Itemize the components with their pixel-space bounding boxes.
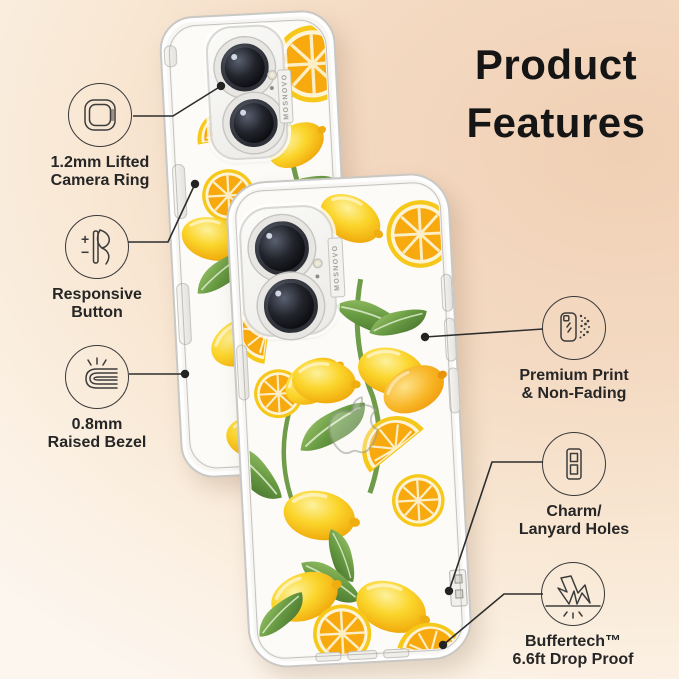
title-line-1: Product <box>474 41 638 88</box>
raised-bezel-icon <box>65 345 129 409</box>
side-button-front-right3 <box>447 367 461 414</box>
mic-hole-icon <box>315 274 320 279</box>
lanyard-holes <box>448 569 468 607</box>
camera-lens-icon <box>256 271 326 341</box>
lanyard-holes-icon <box>542 432 606 496</box>
impact-icon <box>541 562 605 626</box>
brand-text: MOSNOVO <box>280 73 291 120</box>
speaker-cutout <box>315 651 342 663</box>
camera-module-front <box>237 203 339 341</box>
flash-icon <box>312 258 323 269</box>
feature-lanyard-holes: Charm/Lanyard Holes <box>504 432 644 539</box>
camera-lens-icon <box>247 213 317 283</box>
brand-tab-back: MOSNOVO <box>276 69 294 124</box>
camera-lens-icon <box>213 35 277 99</box>
lemon-pattern-front <box>235 183 463 658</box>
svg-text:−: − <box>81 244 89 260</box>
feature-label: Charm/Lanyard Holes <box>518 503 630 538</box>
camera-module-back <box>204 23 290 162</box>
volume-button-back <box>171 163 188 220</box>
mic-hole-icon <box>269 85 274 91</box>
apple-logo-watermark <box>328 396 379 455</box>
brand-text: MOSNOVO <box>331 244 342 291</box>
phone-case-front: MOSNOVO <box>224 171 474 670</box>
camera-ring-icon <box>68 83 132 147</box>
print-spray-icon <box>542 296 606 360</box>
lanyard-hole <box>454 589 463 599</box>
side-button-back-top <box>163 44 178 68</box>
port-cutout <box>347 649 378 661</box>
feature-premium-print: Premium Print& Non-Fading <box>504 296 644 403</box>
speaker-cutout <box>383 648 410 659</box>
brand-tab-front: MOSNOVO <box>327 237 346 298</box>
camera-lens-icon <box>222 91 286 155</box>
side-button-front-right1 <box>440 273 454 312</box>
lanyard-hole <box>453 574 463 584</box>
feature-label: Premium Print& Non-Fading <box>519 367 629 402</box>
plus-minus-button-icon: + − <box>65 215 129 279</box>
page-title: Product Features <box>448 36 664 152</box>
flash-icon <box>266 69 278 81</box>
title-line-2: Features <box>466 98 646 146</box>
svg-text:+: + <box>81 231 89 247</box>
side-button-front-right2 <box>443 317 458 362</box>
